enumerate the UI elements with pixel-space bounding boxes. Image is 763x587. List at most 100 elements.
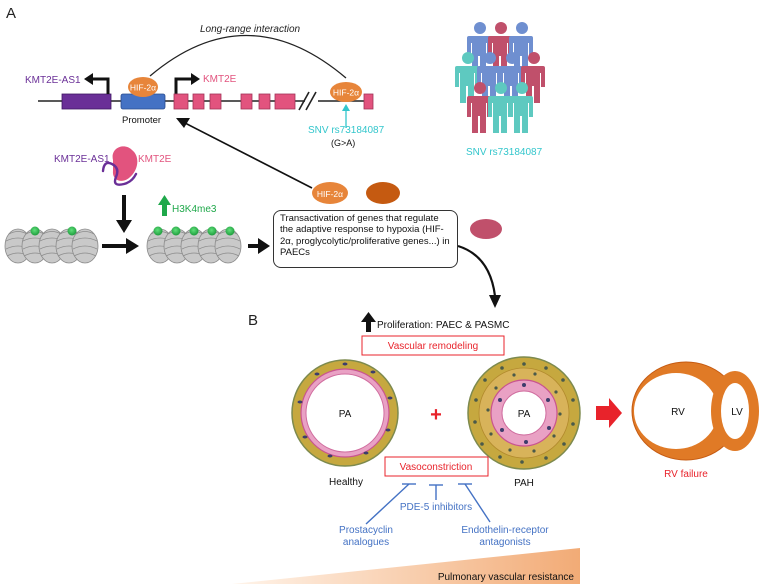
hif2a-promoter-label: HIF-2α bbox=[130, 83, 156, 93]
population-icon bbox=[455, 22, 545, 133]
plus-sign: + bbox=[430, 404, 442, 426]
endothelin-inhibition bbox=[464, 483, 491, 523]
nucleosome bbox=[71, 228, 99, 264]
vascular-remodeling-label: Vascular remodeling bbox=[388, 341, 478, 352]
h3k4me3-label: H3K4me3 bbox=[172, 204, 217, 215]
lv-label: LV bbox=[731, 407, 743, 418]
proliferation-arrow-head bbox=[361, 312, 376, 322]
exon-1 bbox=[173, 93, 189, 110]
pde5-label: PDE-5 inhibitors bbox=[400, 502, 472, 513]
feedback-arrow-shaft bbox=[184, 122, 313, 189]
inhibitor-lines bbox=[365, 483, 491, 525]
cofactor-oval bbox=[366, 182, 400, 204]
complex-kmt2e-label: KMT2E bbox=[138, 154, 172, 165]
person-icon bbox=[467, 22, 491, 73]
transactivation-box: Transactivation of genes that regulate t… bbox=[273, 210, 458, 268]
complex-as1-label: KMT2E-AS1 bbox=[54, 154, 110, 165]
chromatin-right bbox=[146, 226, 242, 264]
chromatin-left bbox=[4, 226, 99, 264]
break-mark bbox=[298, 91, 310, 111]
exon-4 bbox=[240, 93, 253, 110]
promoter-label: Promoter bbox=[122, 115, 161, 126]
person-icon bbox=[509, 22, 533, 73]
proliferation-label: Proliferation: PAEC & PASMC bbox=[377, 320, 509, 331]
endothelin-label-line2: antagonists bbox=[479, 537, 530, 548]
transactivation-arrow-head bbox=[258, 238, 270, 254]
methyl-mark bbox=[171, 226, 181, 236]
rv-label: RV bbox=[671, 407, 685, 418]
prostacyclin-label-line2: analogues bbox=[343, 537, 389, 548]
panel-label-b: B bbox=[248, 312, 258, 329]
rv-cavity bbox=[634, 373, 718, 449]
proliferation-arrow-shaft bbox=[366, 320, 371, 332]
snv-pointer-head bbox=[342, 104, 350, 111]
exon-3 bbox=[209, 93, 222, 110]
progression-arrow bbox=[596, 398, 622, 428]
heart-cross-section: RV LV bbox=[631, 361, 759, 461]
methyl-mark bbox=[207, 226, 217, 236]
hif2a-distal-label: HIF-2α bbox=[333, 88, 359, 98]
endothelin-label-line1: Endothelin-receptor bbox=[461, 525, 549, 536]
resistance-wedge bbox=[232, 548, 580, 584]
pah-lumen bbox=[501, 390, 547, 436]
population-snv-label: SNV rs73184087 bbox=[466, 147, 543, 158]
feedback-arrow-head bbox=[176, 118, 190, 128]
resistance-label: Pulmonary vascular resistance bbox=[438, 572, 575, 583]
kmt2e-as1-label: KMT2E-AS1 bbox=[25, 75, 81, 86]
pah-vessel: PA bbox=[467, 356, 581, 470]
vasoconstriction-box bbox=[384, 456, 489, 477]
hif2a-box bbox=[312, 182, 348, 204]
kmt2e-as1-tss-arrow bbox=[91, 77, 110, 94]
snv-change-label: (G>A) bbox=[331, 138, 355, 148]
h3k4me3-arrow-shaft bbox=[162, 203, 167, 216]
prostacyclin-label-line1: Prostacyclin bbox=[339, 525, 393, 536]
hif2a-box-label: HIF-2α bbox=[317, 189, 343, 199]
methyl-mark bbox=[153, 226, 163, 236]
methyl-mark bbox=[189, 226, 199, 236]
kmt2e-label: KMT2E bbox=[203, 74, 237, 85]
lv-cavity bbox=[721, 383, 749, 439]
rv-failure-label: RV failure bbox=[664, 469, 708, 480]
healthy-label: Healthy bbox=[329, 477, 363, 488]
pah-endothelial-cells bbox=[498, 383, 551, 444]
hif2a-distal bbox=[330, 82, 362, 102]
kmt2e-tss-arrow bbox=[174, 77, 193, 94]
healthy-vessel: PA bbox=[291, 359, 399, 467]
kmt2e-as1-arrowhead bbox=[84, 73, 93, 85]
snv-label: SNV rs73184087 bbox=[308, 125, 385, 136]
box-to-b-arrowhead bbox=[489, 295, 501, 308]
person-icon bbox=[488, 22, 512, 73]
kmt2e-as1-rna bbox=[101, 161, 138, 186]
methyl-mark bbox=[30, 226, 40, 236]
target-protein-oval bbox=[470, 219, 502, 239]
h3k4me3-arrow-head bbox=[158, 195, 171, 205]
kmt2e-as1-exon bbox=[61, 93, 112, 110]
exon-6 bbox=[274, 93, 296, 110]
vascular-remodeling-box bbox=[361, 335, 505, 356]
break-mark-2 bbox=[305, 91, 317, 111]
box-to-b-arrow bbox=[457, 244, 497, 297]
healthy-cells bbox=[297, 362, 393, 458]
hif2a-promoter bbox=[128, 77, 158, 97]
pah-pa-label: PA bbox=[518, 409, 531, 420]
long-range-arc bbox=[149, 34, 347, 79]
methyl-mark bbox=[67, 226, 77, 236]
vasoconstriction-label: Vasoconstriction bbox=[400, 462, 473, 473]
pah-cells bbox=[473, 362, 575, 464]
exon-2 bbox=[192, 93, 205, 110]
long-range-label: Long-range interaction bbox=[200, 24, 301, 35]
chromatin-arrow-head bbox=[126, 238, 139, 254]
pah-label: PAH bbox=[514, 478, 534, 489]
down-arrow-head bbox=[116, 220, 132, 233]
exon-7 bbox=[363, 93, 374, 110]
panel-label-a: A bbox=[6, 5, 16, 22]
healthy-pa-label: PA bbox=[339, 409, 352, 420]
kmt2e-exons bbox=[173, 93, 374, 110]
kmt2e-protein bbox=[112, 146, 138, 181]
prostacyclin-inhibition bbox=[365, 483, 410, 525]
healthy-lumen bbox=[305, 373, 385, 453]
methyl-mark bbox=[225, 226, 235, 236]
transactivation-text: Transactivation of genes that regulate t… bbox=[280, 213, 450, 259]
kmt2e-arrowhead bbox=[191, 73, 200, 85]
